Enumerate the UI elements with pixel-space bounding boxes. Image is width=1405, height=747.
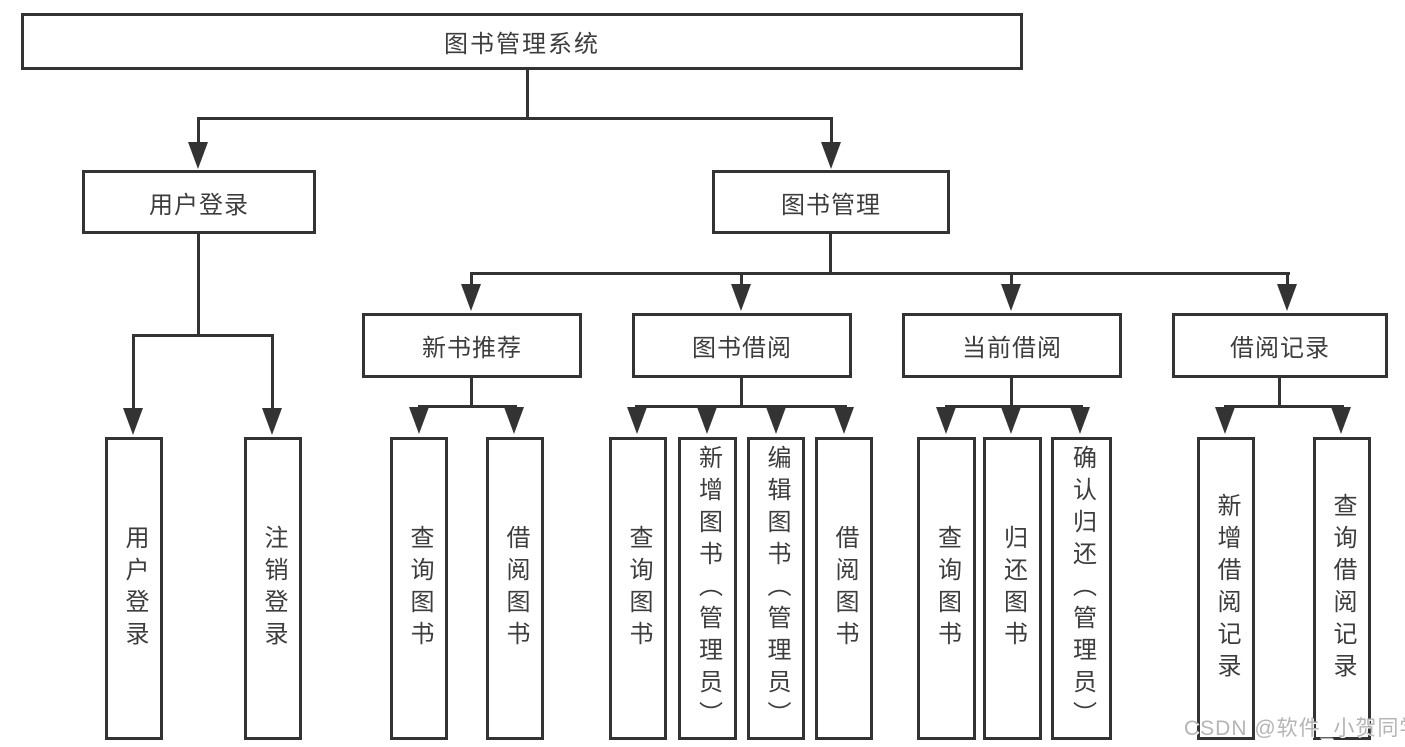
node-current-borrow-label: 当前借阅 — [962, 335, 1062, 362]
leaf-return-book-label: 归还图书 — [999, 524, 1027, 653]
leaf-add-borrow-record-label: 新增借阅记录 — [1213, 492, 1240, 685]
node-borrow-records: 借阅记录 — [1172, 313, 1388, 378]
connector-book-borrow-hbar — [635, 405, 847, 408]
node-new-book-rec-label: 新书推荐 — [422, 335, 522, 362]
leaf-add-book-admin-label: 新增图书（管理员） — [694, 444, 722, 733]
node-book-borrow-label: 图书借阅 — [692, 335, 792, 362]
node-root-label: 图书管理系统 — [444, 31, 600, 58]
connector-stub-new-book — [470, 272, 473, 286]
arrowhead-leaf-logout — [262, 408, 282, 435]
leaf-edit-book-admin: 编辑图书（管理员） — [747, 437, 805, 740]
arrowhead-g3-leaf0 — [1215, 407, 1235, 434]
connector-new-book-stem — [470, 378, 473, 407]
leaf-borrow-book-g0-label: 借阅图书 — [502, 524, 529, 653]
connector-book-borrow-stem — [740, 378, 743, 407]
arrowhead-leaf-login — [123, 408, 143, 435]
connector-stub-current-borrow — [1010, 272, 1013, 286]
leaf-return-book: 归还图书 — [983, 437, 1042, 740]
node-book-mgmt: 图书管理 — [712, 170, 950, 234]
connector-current-borrow-stem — [1010, 378, 1013, 407]
leaf-borrow-book-g1: 借阅图书 — [815, 437, 873, 740]
arrowhead-g1-leaf3 — [834, 407, 854, 434]
connector-stub-book-mgmt — [830, 117, 833, 145]
leaf-confirm-return-admin: 确认归还（管理员） — [1051, 437, 1112, 740]
leaf-query-book-g0-label: 查询图书 — [406, 524, 433, 653]
arrowhead-user-login-group — [188, 142, 208, 169]
connector-level3-hbar — [470, 272, 1290, 275]
leaf-user-login-label: 用户登录 — [121, 524, 148, 653]
arrowhead-g2-leaf1 — [1001, 407, 1021, 434]
connector-book-mgmt-stem — [829, 234, 832, 274]
connector-current-borrow-hbar — [945, 405, 1083, 408]
leaf-query-borrow-record-label: 查询借阅记录 — [1329, 492, 1356, 685]
node-borrow-records-label: 借阅记录 — [1230, 335, 1330, 362]
leaf-query-book-g2-label: 查询图书 — [933, 524, 961, 653]
node-root: 图书管理系统 — [21, 13, 1023, 70]
connector-user-login-hbar — [132, 334, 274, 337]
leaf-query-book-g0: 查询图书 — [390, 437, 448, 740]
node-current-borrow: 当前借阅 — [902, 313, 1122, 378]
connector-borrow-records-hbar — [1224, 405, 1344, 408]
connector-stub-user-login-group — [197, 117, 200, 145]
arrowhead-borrow-records — [1277, 284, 1297, 311]
leaf-borrow-book-g1-label: 借阅图书 — [831, 524, 858, 653]
node-user-login-group-label: 用户登录 — [149, 191, 249, 219]
connector-root-stem — [526, 69, 529, 119]
connector-level2-hbar — [197, 117, 833, 120]
arrowhead-book-borrow — [731, 284, 751, 311]
leaf-add-borrow-record: 新增借阅记录 — [1197, 437, 1255, 740]
connector-stub-leaf-logout — [271, 334, 274, 410]
arrowhead-current-borrow — [1001, 284, 1021, 311]
node-book-mgmt-label: 图书管理 — [781, 191, 881, 219]
connector-new-book-hbar — [418, 405, 517, 408]
node-user-login-group: 用户登录 — [82, 170, 316, 234]
leaf-query-book-g1-label: 查询图书 — [625, 524, 652, 653]
arrowhead-g2-leaf2 — [1070, 407, 1090, 434]
leaf-query-borrow-record: 查询借阅记录 — [1313, 437, 1371, 740]
connector-stub-leaf-login — [132, 334, 135, 410]
arrowhead-g1-leaf0 — [627, 407, 647, 434]
arrowhead-g2-leaf0 — [936, 407, 956, 434]
leaf-add-book-admin: 新增图书（管理员） — [678, 437, 737, 740]
connector-stub-borrow-records — [1286, 272, 1289, 286]
arrowhead-g1-leaf1 — [697, 407, 717, 434]
leaf-user-login: 用户登录 — [105, 437, 163, 740]
arrowhead-book-mgmt — [821, 142, 841, 169]
leaf-borrow-book-g0: 借阅图书 — [486, 437, 544, 740]
csdn-watermark: CSDN @软件_小贺同学 — [1184, 717, 1405, 740]
leaf-logout: 注销登录 — [244, 437, 302, 740]
arrowhead-g3-leaf1 — [1331, 407, 1351, 434]
connector-user-login-stem — [197, 234, 200, 337]
arrowhead-g0-leaf0 — [409, 407, 429, 434]
connector-stub-book-borrow — [740, 272, 743, 286]
leaf-query-book-g2: 查询图书 — [917, 437, 976, 740]
node-book-borrow: 图书借阅 — [632, 313, 852, 378]
leaf-query-book-g1: 查询图书 — [609, 437, 667, 740]
leaf-confirm-return-admin-label: 确认归还（管理员） — [1068, 444, 1096, 733]
arrowhead-new-book — [461, 284, 481, 311]
node-new-book-rec: 新书推荐 — [362, 313, 582, 378]
arrowhead-g1-leaf2 — [766, 407, 786, 434]
connector-borrow-records-stem — [1278, 378, 1281, 407]
arrowhead-g0-leaf1 — [504, 407, 524, 434]
leaf-logout-label: 注销登录 — [260, 524, 287, 653]
leaf-edit-book-admin-label: 编辑图书（管理员） — [763, 444, 790, 733]
